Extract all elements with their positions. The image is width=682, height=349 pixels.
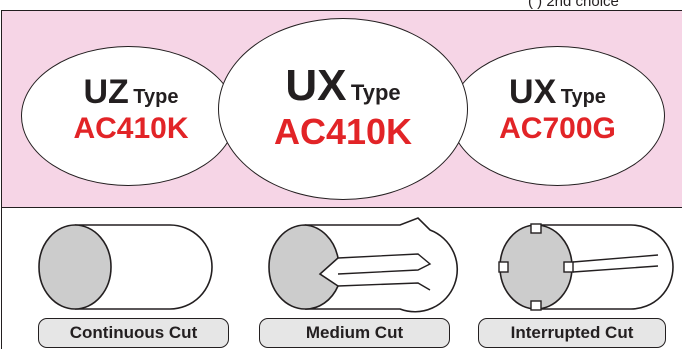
grade-label-center: UX Type AC410K	[248, 61, 438, 153]
grade-ellipse-center	[218, 18, 468, 200]
grade-code: AC700G	[499, 112, 616, 145]
series-name: UZ	[83, 73, 129, 111]
second-choice-note: ( ) 2nd choice	[528, 0, 619, 10]
grade-recommendation-panel: UZ Type AC410K UX Type AC410K UX Type AC…	[1, 10, 682, 349]
grade-band: UZ Type AC410K UX Type AC410K UX Type AC…	[2, 11, 682, 208]
interrupted-cut-workpiece-icon	[498, 223, 674, 311]
continuous-cut-workpiece-icon	[38, 224, 213, 310]
grade-code: AC410K	[273, 111, 413, 152]
medium-cut-workpiece-icon	[268, 217, 459, 313]
continuous-cut-label: Continuous Cut	[38, 318, 229, 348]
type-word: Type	[560, 86, 606, 108]
type-word: Type	[133, 86, 179, 108]
grade-label-left: UZ Type AC410K	[46, 73, 216, 146]
grade-label-right: UX Type AC700G	[470, 73, 645, 146]
interrupted-cut-label: Interrupted Cut	[478, 318, 666, 348]
series-name: UX	[285, 61, 347, 110]
grade-ellipse-left	[21, 46, 236, 186]
series-name: UX	[509, 73, 557, 111]
grade-code: AC410K	[73, 112, 189, 145]
type-word: Type	[350, 80, 401, 105]
grade-ellipse-right	[450, 46, 665, 186]
medium-cut-label: Medium Cut	[259, 318, 450, 348]
